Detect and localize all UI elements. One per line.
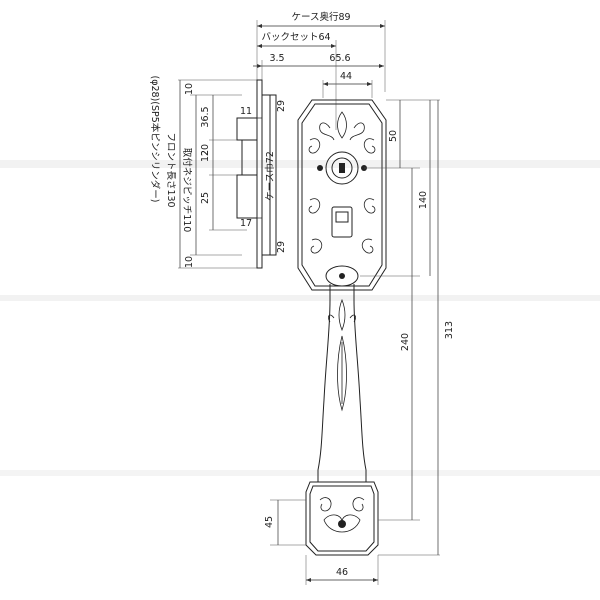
dim-65-6: 65.6 — [329, 53, 350, 64]
dim-313: 313 — [444, 321, 455, 339]
right-dimensions: 50 140 240 313 — [360, 99, 455, 556]
bottom-plate — [305, 481, 379, 556]
dim-17: 17 — [240, 218, 252, 229]
dim-29-top: 29 — [276, 100, 287, 112]
escutcheon-plate — [297, 99, 387, 291]
screw-pitch-label: 取付ネジピッチ110 — [181, 148, 192, 233]
dim-10-bottom: 10 — [184, 256, 195, 268]
case-width-label: ケース巾72 — [264, 151, 276, 201]
dim-50: 50 — [388, 130, 399, 142]
dim-12: 12 — [200, 150, 211, 162]
dim-20-visible: 20 — [200, 144, 211, 156]
dim-29-bottom: 29 — [276, 241, 287, 253]
case-depth-label: ケース奥行89 — [291, 11, 350, 23]
backset-label: バックセット64 — [261, 32, 330, 43]
dim-45: 45 — [264, 516, 275, 528]
background-band — [0, 470, 600, 476]
dim-3-5: 3.5 — [269, 53, 284, 64]
top-dimensions: ケース奥行89 バックセット64 3.5 65.6 44 — [253, 11, 386, 130]
left-dimensions: 11 17 10 36.5 12 20 20 25 10 (φ28)(SP5本ピ… — [149, 76, 262, 269]
dim-240: 240 — [400, 333, 411, 351]
lock-case-side-view: ケース巾72 29 29 — [236, 79, 287, 269]
dim-44: 44 — [340, 71, 352, 82]
handle-grip — [317, 284, 367, 483]
cylinder-note: (φ28)(SP5本ピンシリンダー) — [149, 76, 161, 203]
dim-140: 140 — [418, 191, 429, 209]
background-band — [0, 160, 600, 168]
dim-46: 46 — [336, 567, 348, 578]
front-length-label: フロント長さ130 — [165, 132, 176, 207]
dim-25: 25 — [200, 192, 211, 204]
bottom-dimensions: 45 46 — [264, 499, 379, 585]
dim-11: 11 — [240, 106, 252, 117]
dim-10-top: 10 — [184, 83, 195, 95]
dim-36-5: 36.5 — [200, 106, 211, 127]
background-band — [0, 295, 600, 301]
